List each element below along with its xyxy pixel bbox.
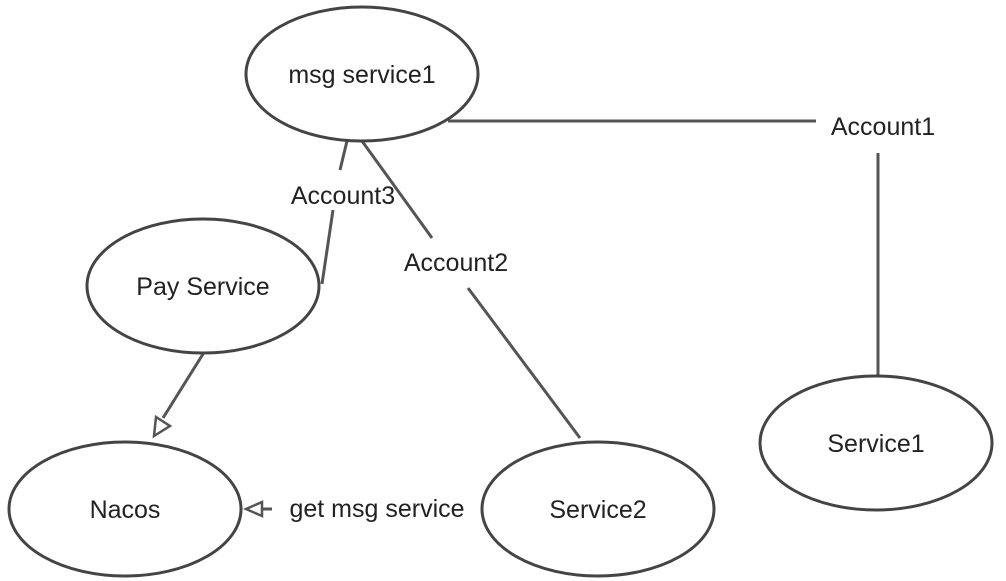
edge-label-get-msg-service: get msg service — [289, 495, 464, 523]
edge-account1: Account1 — [448, 113, 935, 376]
node-service2[interactable]: Service2 — [480, 440, 716, 578]
edge-pay-to-nacos-line — [161, 353, 205, 419]
arrow-head-icon — [242, 500, 264, 518]
node-msg-service1-shape — [244, 5, 480, 143]
edge-label-account2: Account2 — [404, 249, 508, 277]
edge-account3-segment-lower — [320, 209, 335, 285]
edge-account3-segment-upper — [338, 140, 349, 171]
node-nacos-label: Nacos — [90, 496, 161, 524]
node-pay-service-label: Pay Service — [136, 273, 269, 301]
edge-label-account3: Account3 — [291, 182, 395, 210]
node-pay-service[interactable]: Pay Service — [85, 217, 321, 355]
node-service2-label: Service2 — [549, 496, 646, 524]
node-service1-label: Service1 — [827, 430, 924, 458]
edge-account2-segment-upper — [360, 140, 434, 239]
node-service1[interactable]: Service1 — [758, 374, 994, 512]
node-nacos[interactable]: Nacos — [7, 440, 243, 578]
arrow-head-icon — [152, 414, 173, 439]
node-service2-shape — [480, 440, 716, 578]
node-nacos-shape — [7, 440, 243, 578]
node-msg-service1-label: msg service1 — [288, 61, 435, 89]
node-service1-shape — [758, 374, 994, 512]
edge-account2: Account2 — [360, 140, 582, 439]
edge-account2-segment-lower — [466, 287, 582, 439]
node-pay-service-shape — [85, 217, 321, 355]
edge-account3 — [320, 140, 349, 285]
edge-get-msg-service: get msg service — [242, 495, 465, 523]
edge-label-account1: Account1 — [831, 113, 935, 141]
node-msg-service1[interactable]: msg service1 — [244, 5, 480, 143]
edge-pay-to-nacos — [152, 353, 205, 439]
